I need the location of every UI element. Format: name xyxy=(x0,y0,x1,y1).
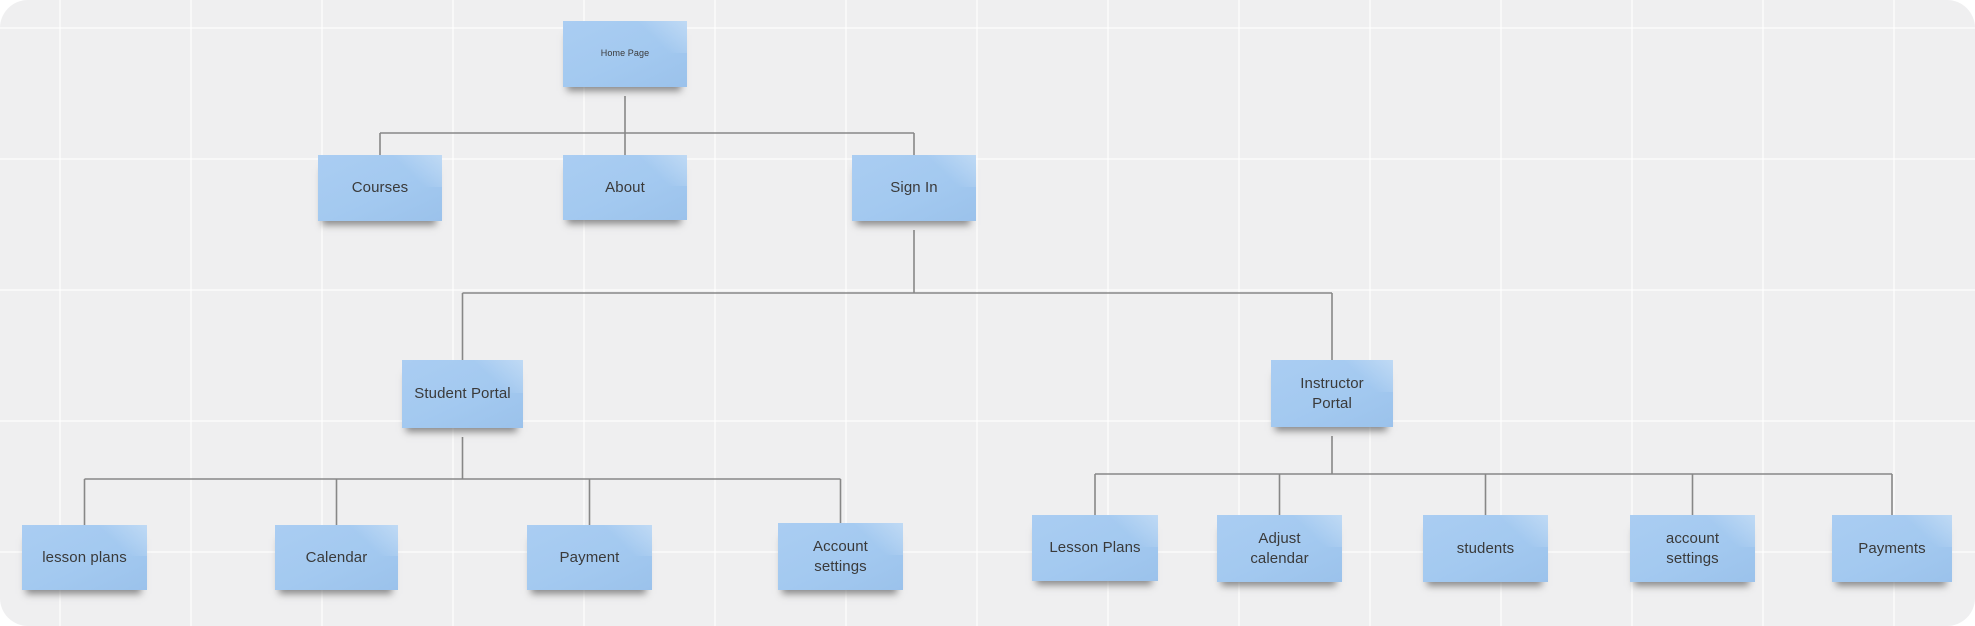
sticky-note-account-settings-instructor[interactable]: account settings xyxy=(1630,515,1755,582)
sticky-note-students[interactable]: students xyxy=(1423,515,1548,582)
sticky-note-label: Payments xyxy=(1858,539,1926,557)
sticky-note-about[interactable]: About xyxy=(563,155,687,220)
sticky-note-payments[interactable]: Payments xyxy=(1832,515,1952,582)
sticky-note-label: students xyxy=(1456,539,1515,557)
sticky-note-label: Lesson Plans xyxy=(1049,539,1141,557)
sticky-note-label: Home Page xyxy=(600,48,650,59)
sticky-note-label: Adjust calendar xyxy=(1250,530,1309,567)
sticky-note-calendar[interactable]: Calendar xyxy=(275,525,398,590)
sticky-note-student-portal[interactable]: Student Portal xyxy=(402,360,523,428)
sticky-note-label: lesson plans xyxy=(42,548,127,566)
sticky-note-label: Payment xyxy=(559,548,620,566)
sticky-note-adjust-calendar[interactable]: Adjust calendar xyxy=(1217,515,1342,582)
sticky-note-label: Student Portal xyxy=(414,385,511,403)
sticky-note-courses[interactable]: Courses xyxy=(318,155,442,221)
sticky-note-label: Courses xyxy=(351,179,409,197)
sticky-note-instructor-portal[interactable]: Instructor Portal xyxy=(1271,360,1393,427)
sticky-note-lesson-plans[interactable]: lesson plans xyxy=(22,525,147,590)
sticky-note-sign-in[interactable]: Sign In xyxy=(852,155,976,221)
sticky-note-account-settings-student[interactable]: Account settings xyxy=(778,523,903,590)
sticky-note-lesson-plans-instructor[interactable]: Lesson Plans xyxy=(1032,515,1158,581)
sticky-note-label: Instructor Portal xyxy=(1300,375,1364,412)
sticky-note-label: account settings xyxy=(1665,530,1720,567)
sticky-note-label: Calendar xyxy=(305,548,368,566)
sticky-note-home-page[interactable]: Home Page xyxy=(563,21,687,87)
sticky-note-label: Sign In xyxy=(890,179,938,197)
sticky-note-label: About xyxy=(605,178,645,196)
sticky-note-payment[interactable]: Payment xyxy=(527,525,652,590)
sticky-note-label: Account settings xyxy=(813,538,868,575)
